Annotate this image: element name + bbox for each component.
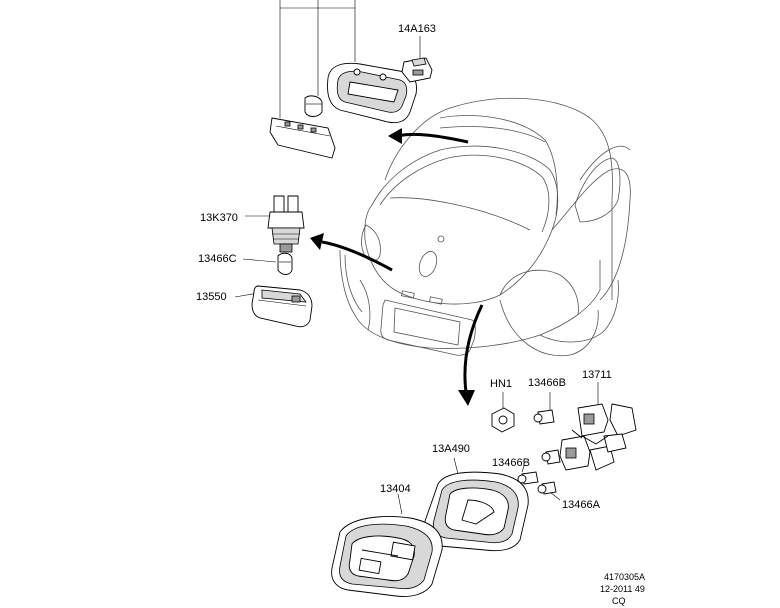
high-mount-stop-lamp-group bbox=[269, 0, 433, 159]
tail-lamp-group bbox=[331, 382, 637, 597]
reference-number: 4170305A bbox=[604, 572, 645, 582]
label-13466C: 13466C bbox=[198, 253, 237, 265]
label-13466B-mid: 13466B bbox=[492, 457, 530, 469]
label-13466A: 13466A bbox=[562, 499, 601, 511]
label-13711: 13711 bbox=[582, 369, 612, 381]
diagram-reference: 4170305A 12-2011 49 CQ bbox=[600, 572, 645, 606]
car-outline bbox=[339, 97, 631, 357]
label-HN1: HN1 bbox=[490, 378, 512, 390]
label-13404: 13404 bbox=[380, 483, 411, 495]
label-13466B-top: 13466B bbox=[528, 377, 566, 389]
label-14A163: 14A163 bbox=[398, 23, 436, 35]
reference-code: CQ bbox=[612, 596, 626, 606]
license-lamp-group bbox=[234, 195, 313, 328]
label-13A490: 13A490 bbox=[432, 443, 470, 455]
arrows bbox=[310, 128, 484, 406]
label-13K370: 13K370 bbox=[200, 212, 238, 224]
reference-date: 12-2011 49 bbox=[600, 584, 645, 594]
part-labels: 14A163 13K370 13466C 13550 HN1 13466B 13… bbox=[196, 23, 612, 511]
label-13550: 13550 bbox=[196, 291, 227, 303]
